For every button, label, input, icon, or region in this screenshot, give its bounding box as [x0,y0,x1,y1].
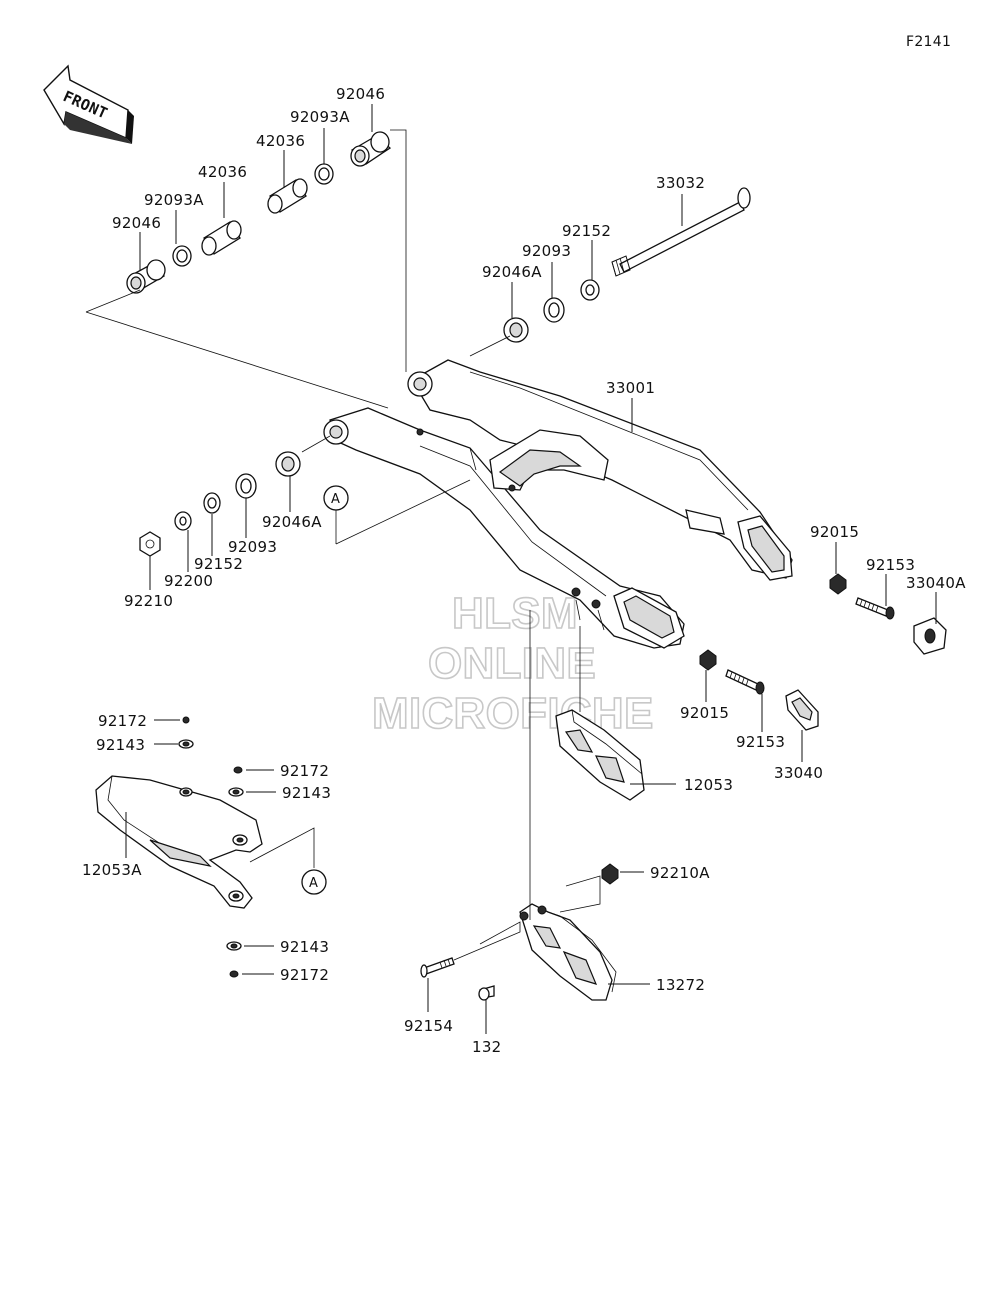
chain-slider-12053A [95,775,263,909]
adjuster-33040A [913,617,947,655]
pivot-shaft-33032 [611,187,751,277]
part-label: 92210A [650,864,710,882]
part-label: 92200 [164,572,213,590]
part-label: 92093A [144,191,204,209]
part-label: 92153 [866,556,915,574]
part-label: 92172 [98,712,147,730]
pivot-hardware-left [139,451,301,557]
watermark-line-1: HLSM [452,589,578,638]
leader-lines [85,104,937,1034]
part-label: 33040A [906,574,966,592]
part-label: 92153 [736,733,785,751]
part-label: 92093 [522,242,571,260]
part-label: 92093 [228,538,277,556]
part-label: 12053 [684,776,733,794]
swing-arm-33001 [323,359,793,649]
part-label: 92154 [404,1017,453,1035]
part-label: 92152 [194,555,243,573]
nut-92210A [601,863,619,885]
ref-marker-a-upper: A [323,485,349,511]
ref-marker-a-lower-label: A [309,876,318,891]
part-label: 92143 [280,938,329,956]
part-label: 92152 [562,222,611,240]
part-label: 33001 [606,379,655,397]
ref-marker-a-upper-label: A [331,492,340,507]
chain-guide-12053 [555,709,645,801]
chain-guide-13272 [519,903,617,1001]
part-label: 92093A [290,108,350,126]
screw-92172-b [233,766,243,774]
screw-92172-c [229,970,239,978]
part-label: 12053A [82,861,142,879]
nut-92015-mid [699,649,717,671]
part-label: 92015 [680,704,729,722]
bolt-92153-right [855,597,895,620]
part-label: 92046A [482,263,542,281]
part-label: 42036 [198,163,247,181]
part-label: 92210 [124,592,173,610]
part-labels: 92046 92093A 42036 42036 92093A 92046 33… [82,85,966,1056]
bolt-92153-mid [725,669,765,695]
part-label: 132 [472,1038,502,1056]
pivot-bearings [126,131,392,294]
watermark-line-2: ONLINE [428,639,596,688]
part-label: 33040 [774,764,823,782]
part-label: 92143 [282,784,331,802]
part-label: 92046 [112,214,161,232]
part-label: 92172 [280,762,329,780]
part-label: 33032 [656,174,705,192]
part-label: 92046 [336,85,385,103]
front-arrow-icon: FRONT [43,64,134,144]
figure-id: F2141 [906,34,951,50]
screw-92172-a [182,716,190,724]
part-label: 42036 [256,132,305,150]
ref-marker-a-lower: A [301,869,327,895]
part-label: 92143 [96,736,145,754]
part-label: 92046A [262,513,322,531]
adjuster-33040 [785,689,819,731]
nut-92015-right [829,573,847,595]
watermark-line-3: MICROFICHE [372,689,654,738]
screw-132 [478,985,495,1001]
bolt-92154 [420,957,455,978]
part-label: 92172 [280,966,329,984]
part-label: 13272 [656,976,705,994]
part-label: 92015 [810,523,859,541]
watermark: HLSM ONLINE MICROFICHE [371,588,654,739]
